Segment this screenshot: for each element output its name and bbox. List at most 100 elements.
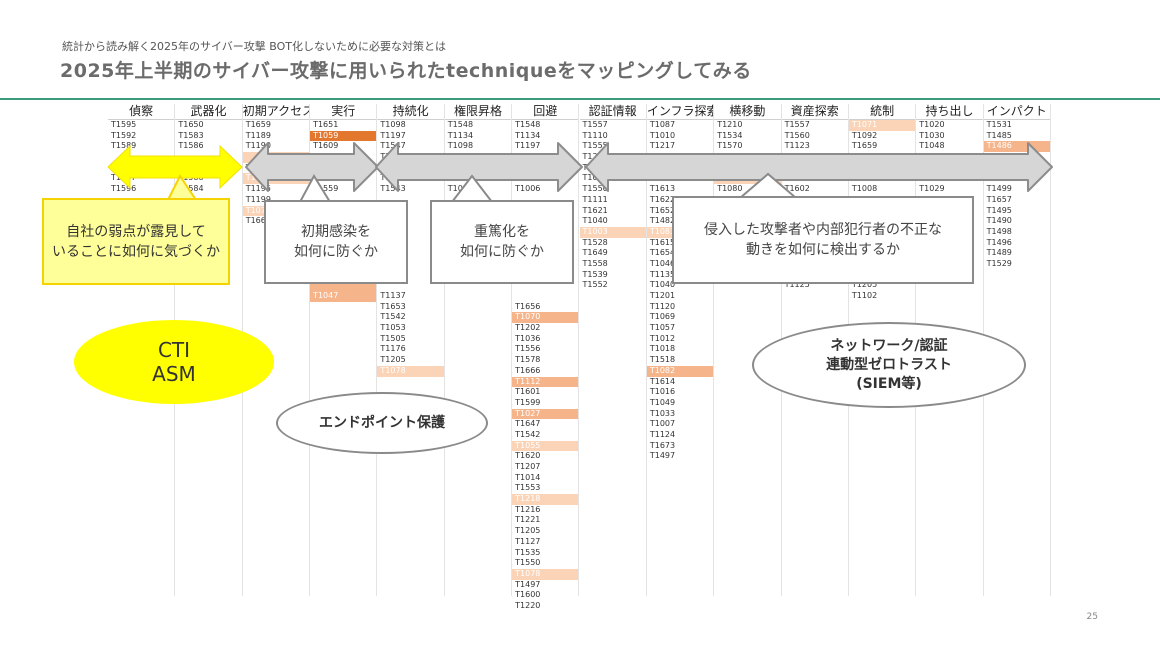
technique-cell: T1621 (582, 205, 608, 215)
technique-cell: T1037 (447, 184, 474, 194)
slide-title: 2025年上半期のサイバー攻撃に用いられたtechniqueをマッピングしてみる (60, 60, 752, 82)
technique-cell: T1497 (649, 451, 676, 461)
callout-prevent-escalation: 重篤化を 如何に防ぐか (430, 200, 574, 284)
technique-cell: T1217 (649, 141, 676, 151)
technique-cell: T1600 (515, 590, 541, 600)
technique-cell: T1550 (515, 558, 541, 568)
callout-line: 初期感染を (301, 224, 371, 240)
ellipse-line: 連動型ゼロトラスト (826, 356, 952, 373)
technique-cell: T1595 (111, 120, 137, 129)
technique-cell: T1673 (649, 440, 676, 450)
ellipse-line: エンドポイント保護 (319, 414, 445, 431)
technique-cell: T1111 (582, 194, 608, 204)
technique-cell: T1602 (784, 184, 810, 194)
technique-cell: T1124 (649, 429, 676, 439)
technique-cell: T1555 (582, 141, 608, 151)
technique-cell: T1020 (919, 120, 945, 129)
technique-cell: T1496 (986, 237, 1012, 247)
technique-cell: T1221 (515, 515, 541, 525)
technique-cell: T1552 (582, 280, 608, 290)
technique-cell: T1120 (649, 301, 676, 311)
technique-cell: T1218 (512, 494, 579, 505)
technique-cell: T1495 (986, 205, 1012, 215)
technique-cell: T1556 (515, 344, 541, 354)
technique-cell: T1137 (380, 291, 406, 300)
technique-cell: T1542 (380, 312, 406, 322)
gray-double-arrow-insider (585, 142, 1053, 192)
technique-cell: T1657 (986, 194, 1012, 204)
technique-cell: T1609 (313, 141, 339, 151)
tactic-header: 実行 (310, 104, 377, 120)
ellipse-line: CTI (157, 338, 191, 362)
technique-cell: T1033 (649, 408, 676, 418)
technique-cell: T1018 (649, 344, 676, 354)
technique-cell: T1666 (515, 365, 541, 375)
technique-cell: T1080 (717, 184, 743, 194)
technique-cell: T1135 (649, 269, 676, 279)
technique-cell: T1127 (515, 536, 541, 546)
slide-subtitle: 統計から読み解く2025年のサイバー攻撃 BOT化しないために必要な対策とは (62, 40, 446, 53)
technique-cell: T1055 (512, 440, 579, 452)
technique-cell: T1003 (579, 226, 646, 238)
technique-cell: T1489 (986, 248, 1012, 258)
technique-cell: T1557 (784, 120, 810, 129)
technique-cell: T1659 (245, 120, 271, 129)
technique-cell: T1098 (380, 120, 406, 129)
ellipse-endpoint-protection: エンドポイント保護 (276, 392, 488, 454)
tactic-header: 統制 (848, 104, 916, 120)
technique-cell: T1647 (515, 419, 541, 429)
tactic-column: 持続化T1098T1197T1547T1037T1176T1136T1543T1… (377, 104, 445, 596)
technique-cell: T1057 (649, 323, 676, 333)
technique-cell: T1659 (851, 141, 878, 151)
technique-cell: T1092 (851, 130, 878, 140)
technique-cell: T1548 (515, 120, 541, 129)
technique-cell: T1620 (515, 451, 541, 461)
technique-cell: T1614 (649, 376, 676, 386)
technique-cell: T1584 (178, 184, 204, 194)
technique-cell: T1529 (986, 258, 1012, 268)
ellipse-cti-asm: CTI ASM (74, 320, 274, 404)
technique-cell: T1535 (515, 547, 541, 557)
ellipse-line: (SIEM等) (856, 375, 922, 392)
tactic-header: 持続化 (377, 104, 444, 120)
technique-cell: T1592 (111, 130, 137, 140)
tactic-header: 偵察 (108, 104, 175, 120)
technique-cell: T1008 (851, 184, 878, 194)
technique-cell: T1649 (582, 248, 608, 258)
technique-cell: T1059 (310, 130, 377, 142)
technique-cell: T1110 (582, 130, 608, 140)
technique-cell: T1069 (649, 312, 676, 322)
technique-cell: T1207 (515, 462, 541, 471)
page-number: 25 (1086, 612, 1098, 622)
callout-line: 如何に防ぐか (460, 244, 544, 260)
technique-cell: T1036 (515, 333, 541, 343)
technique-cell: T1539 (582, 269, 608, 279)
technique-cell: T1490 (986, 216, 1012, 226)
technique-cell: T1589 (111, 141, 137, 151)
ellipse-zero-trust: ネットワーク/認証 連動型ゼロトラスト (SIEM等) (752, 322, 1026, 408)
technique-cell: T1583 (178, 130, 204, 140)
ellipse-line: ネットワーク/認証 (830, 337, 948, 354)
tactic-header: 初期アクセス (242, 104, 310, 120)
technique-cell: T1123 (784, 141, 810, 151)
technique-cell: T1498 (986, 226, 1012, 236)
callout-line: 侵入した攻撃者や内部犯行者の不正な (704, 222, 942, 238)
technique-cell: T1071 (848, 120, 916, 131)
callout-line: 動きを如何に検出するか (746, 242, 900, 258)
technique-cell: T1040 (649, 280, 676, 290)
technique-cell: T1201 (649, 291, 676, 300)
technique-cell: T1189 (245, 130, 271, 140)
technique-cell: T1202 (515, 323, 541, 333)
technique-cell: T1053 (380, 323, 406, 333)
technique-cell: T1007 (649, 419, 676, 429)
technique-cell: T1548 (447, 120, 474, 129)
technique-cell: T1651 (313, 120, 339, 129)
technique-cell: T1205 (380, 355, 406, 365)
technique-cell: T1134 (515, 130, 541, 140)
technique-cell: T1669 (245, 216, 271, 226)
technique-cell: T1654 (649, 248, 676, 258)
technique-cell: T1176 (380, 344, 406, 354)
tactic-header: 武器化 (175, 104, 242, 120)
technique-cell: T1560 (784, 130, 810, 140)
